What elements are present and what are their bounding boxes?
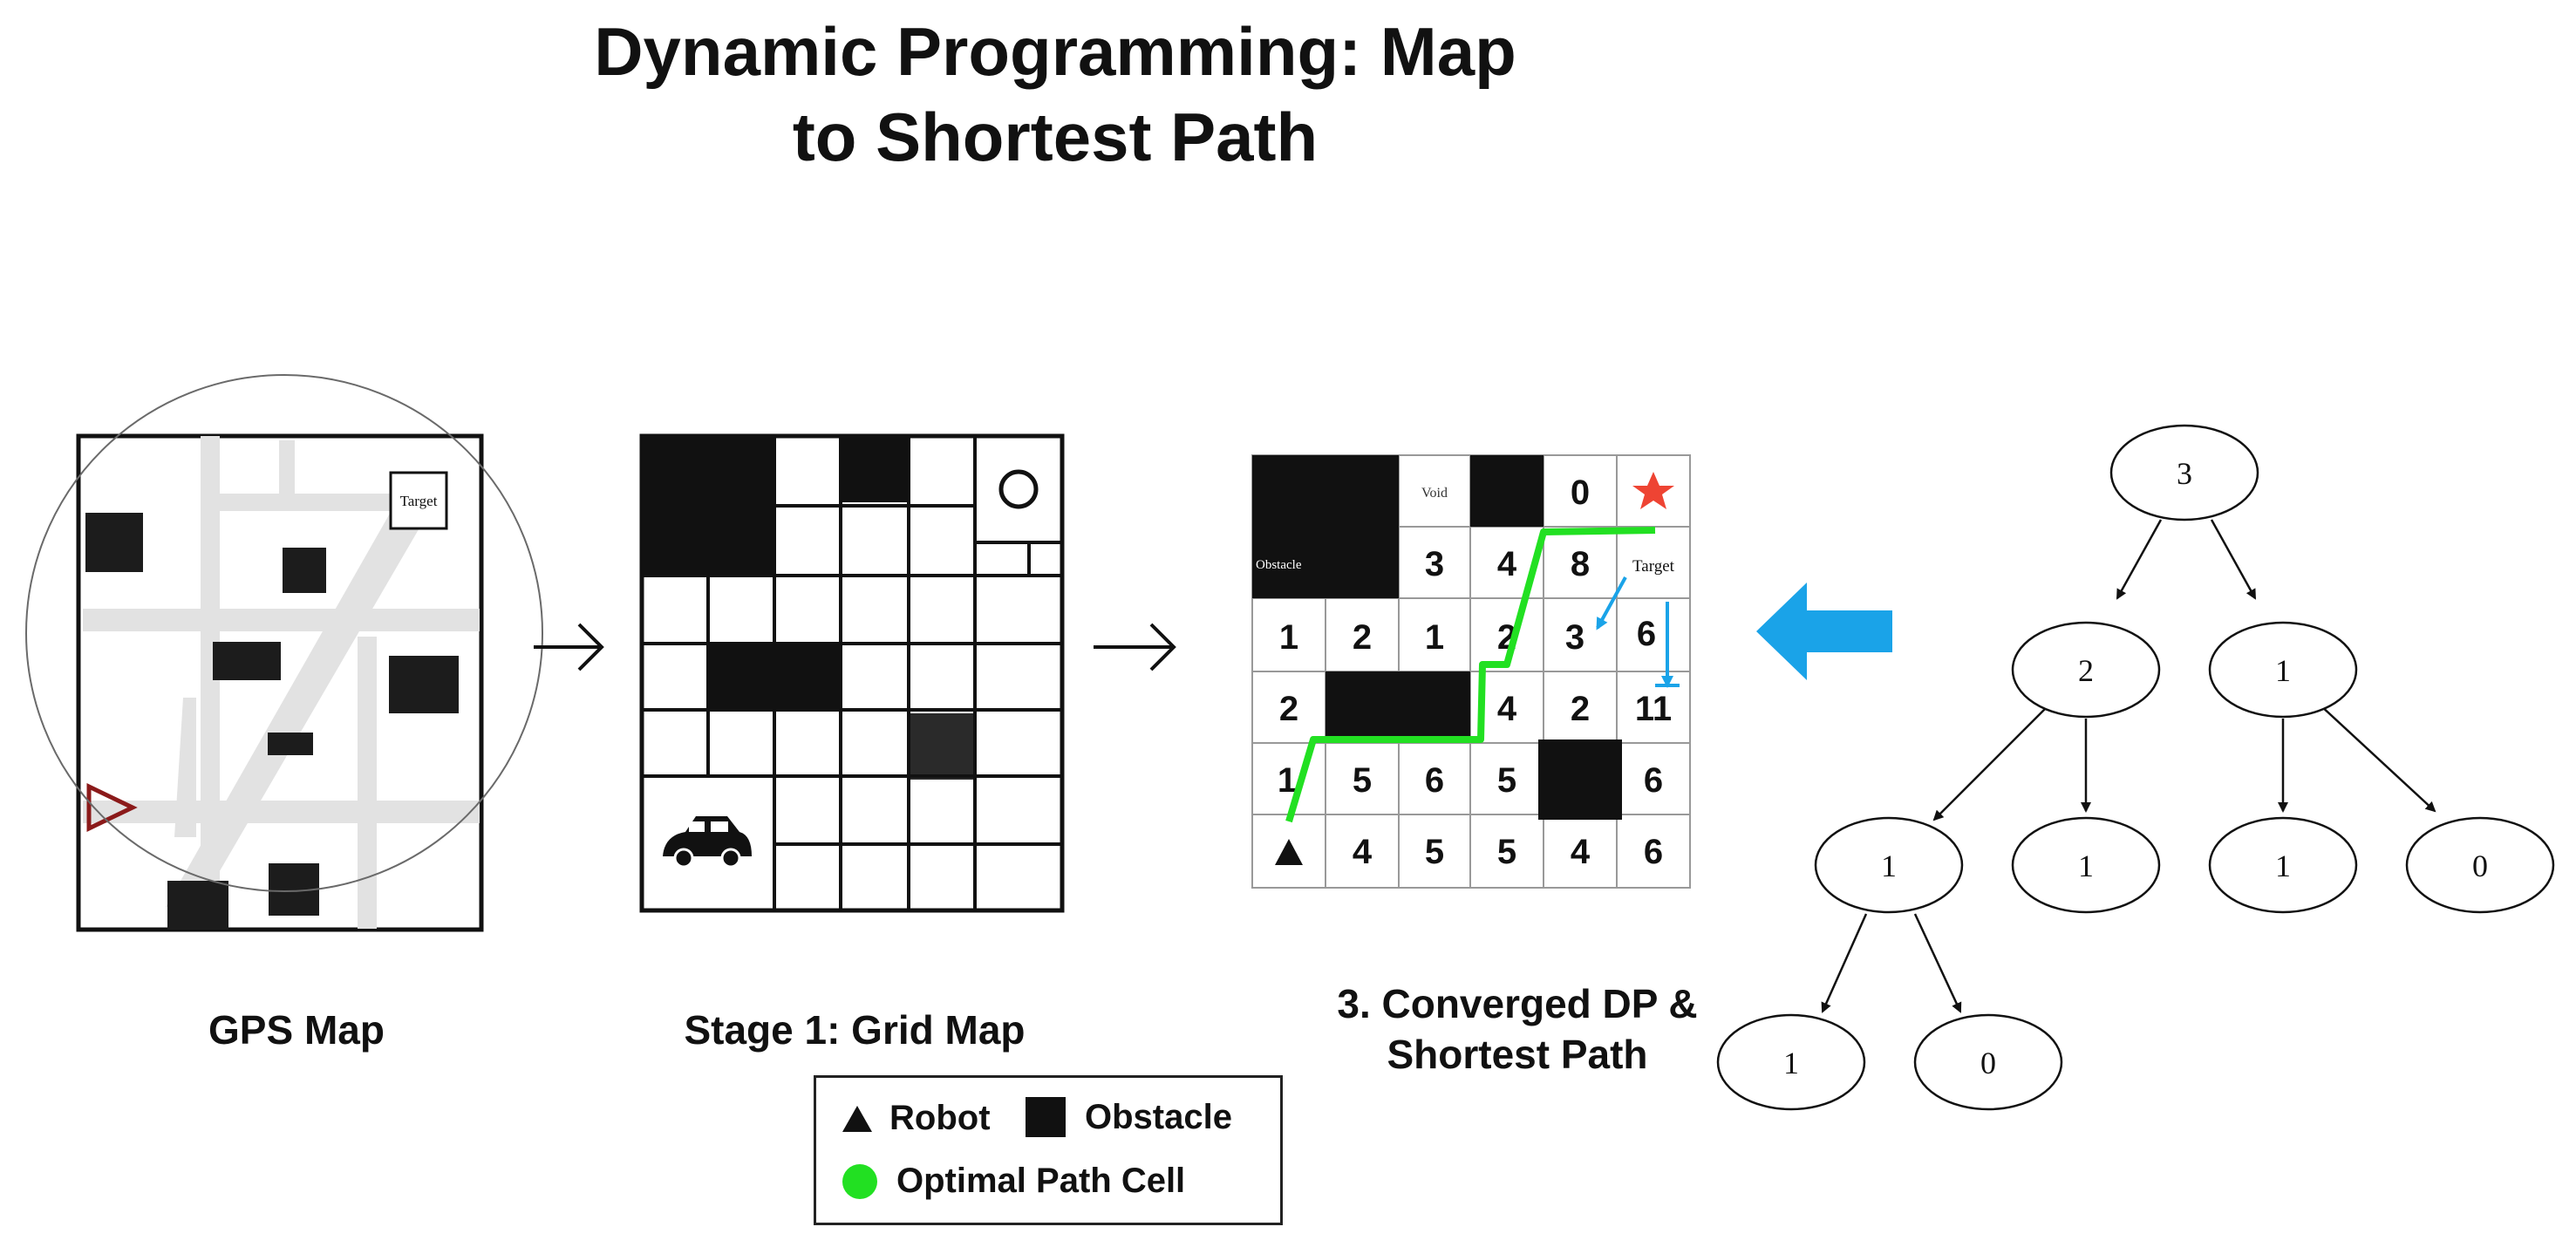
tree-node-label: 1 — [2275, 653, 2291, 688]
legend-item-obstacle: Obstacle — [1026, 1097, 1232, 1137]
legend-item-path: Optimal Path Cell — [842, 1162, 1185, 1201]
arrow-right-icon — [534, 623, 604, 671]
grid-obstacle — [909, 713, 973, 780]
tree-node — [2208, 621, 2358, 719]
legend-robot-label: Robot — [889, 1099, 991, 1137]
tree-edge — [1913, 913, 1962, 1013]
gps-range-circle — [25, 374, 543, 892]
dp-cell: 2 — [1353, 618, 1372, 657]
dp-void-label: Void — [1421, 486, 1448, 501]
tree-node-label: 1 — [1881, 848, 1897, 883]
tree-node — [2011, 621, 2161, 719]
tree-node — [2109, 424, 2259, 521]
tree-edge — [2319, 704, 2436, 813]
big-arrow-left-icon — [1756, 583, 1892, 680]
dp-cell: 8 — [1571, 545, 1590, 583]
tree-node-label: 1 — [1783, 1046, 1799, 1080]
star-icon — [1632, 472, 1674, 509]
dp-cell-values: 0 3 4 8 1 2 1 2 3 6 2 4 2 11 1 5 6 5 6 4… — [1278, 474, 1672, 871]
dp-cell: 11 — [1635, 690, 1672, 728]
triangle-icon — [1275, 839, 1303, 865]
arrow-right-icon — [1094, 623, 1176, 671]
legend-item-robot: Robot — [842, 1099, 991, 1138]
dp-cell: 5 — [1497, 761, 1516, 800]
tree-node — [1814, 816, 1964, 914]
dp-cell: 5 — [1425, 833, 1444, 871]
gps-map: Target — [25, 374, 543, 932]
tree-node — [2011, 816, 2161, 914]
square-icon — [1026, 1097, 1066, 1137]
dp-update-arrows — [1596, 576, 1680, 688]
tree-node-label: 3 — [2177, 456, 2192, 491]
dp-cell: 1 — [1279, 618, 1298, 657]
dp-cell: 4 — [1353, 833, 1373, 871]
dp-obstacle — [1325, 671, 1470, 743]
gps-map-caption: GPS Map — [208, 1007, 385, 1053]
dp-obstacle — [1538, 739, 1622, 820]
dp-tree: 3 2 1 1 1 1 0 1 0 — [1716, 424, 2555, 1111]
gps-obstacle — [268, 733, 313, 755]
dp-cell: 1 — [1425, 618, 1444, 657]
gps-obstacle — [85, 513, 143, 572]
green-dot-icon — [842, 1163, 877, 1199]
tree-node — [2208, 816, 2358, 914]
tree-edge — [2210, 519, 2257, 600]
grid-lines — [639, 433, 1065, 913]
dp-cell: 6 — [1425, 761, 1444, 800]
tree-edge — [1932, 695, 2059, 821]
dp-obstacle — [1470, 455, 1544, 527]
tree-node-label: 0 — [2472, 848, 2488, 883]
dp-grid-caption: 3. Converged DP & Shortest Path — [1337, 981, 1698, 1077]
dp-cell: 6 — [1644, 761, 1663, 800]
tree-node — [1716, 1013, 1866, 1111]
dp-cell: 3 — [1565, 618, 1584, 657]
gps-obstacle — [283, 548, 326, 593]
legend-obstacle-label: Obstacle — [1085, 1097, 1232, 1136]
tree-edge — [2116, 519, 2163, 600]
gps-target-label: Target — [400, 493, 438, 509]
gps-obstacle — [167, 881, 228, 930]
dp-cell: 0 — [1571, 474, 1590, 512]
dp-cell: 2 — [1571, 690, 1590, 728]
tree-node-label: 1 — [2078, 848, 2094, 883]
grid-obstacle — [841, 436, 909, 502]
gps-obstacles — [85, 513, 459, 930]
dp-cell: 4 — [1571, 833, 1591, 871]
dp-cell: 6 — [1644, 833, 1663, 871]
legend-path-label: Optimal Path Cell — [896, 1162, 1186, 1200]
dp-cell: 4 — [1497, 545, 1517, 583]
grid-obstacle — [642, 436, 774, 576]
triangle-outline-icon — [86, 783, 138, 832]
dp-obstacle — [1252, 455, 1399, 598]
dp-cell: 1 — [1278, 761, 1297, 800]
tree-edge — [1821, 913, 1868, 1013]
car-icon — [663, 816, 752, 869]
tree-node — [2405, 816, 2555, 914]
gps-obstacle — [389, 656, 459, 713]
circle-icon — [998, 469, 1039, 509]
dp-cell: 2 — [1279, 690, 1298, 728]
dp-cell: 3 — [1425, 545, 1444, 583]
dp-cell: 5 — [1353, 761, 1372, 800]
tree-node-label: 0 — [1980, 1046, 1996, 1080]
gps-roads — [83, 436, 480, 930]
optimal-path-line — [1285, 527, 1656, 823]
gps-target-box — [389, 471, 448, 530]
tree-node-label: 1 — [2275, 848, 2291, 883]
dp-cell: 6 — [1637, 615, 1656, 653]
grid-map — [639, 433, 1065, 913]
dp-cell: 4 — [1497, 690, 1517, 728]
dp-target-label: Target — [1632, 557, 1675, 576]
triangle-icon — [842, 1105, 872, 1132]
dp-grid: Obstacle Void Target 0 3 4 8 1 2 1 2 3 6… — [1251, 454, 1691, 889]
diagram-title: Dynamic Programming: Map to Shortest Pat… — [594, 13, 1516, 175]
dp-cell: 5 — [1497, 833, 1516, 871]
gps-obstacle — [213, 642, 281, 680]
legend: Robot Obstacle Optimal Path Cell — [814, 1075, 1283, 1225]
grid-map-caption: Stage 1: Grid Map — [684, 1007, 1026, 1053]
tree-node-label: 2 — [2078, 653, 2094, 688]
tree-node — [1913, 1013, 2063, 1111]
dp-obstacle-label: Obstacle — [1256, 558, 1302, 572]
